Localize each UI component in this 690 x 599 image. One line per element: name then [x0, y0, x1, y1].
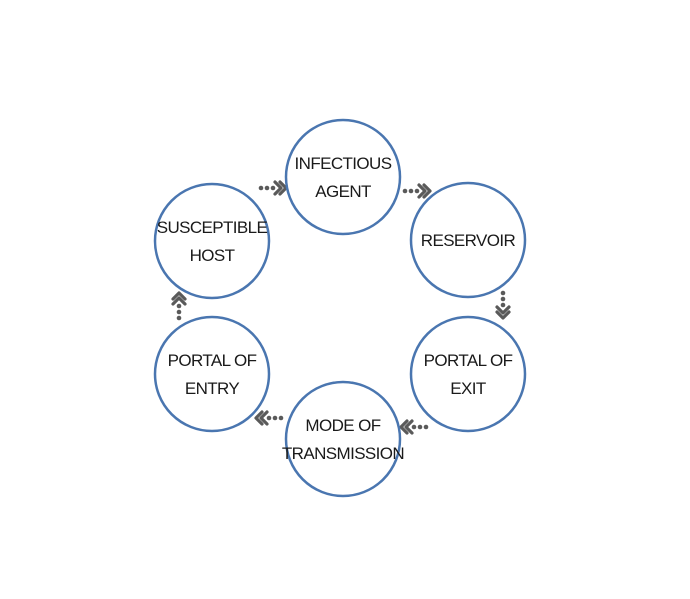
arrow-dot [264, 185, 270, 191]
arrow-portal-of-entry-to-susceptible-host [171, 291, 187, 321]
node-label: PORTAL OF [168, 351, 257, 370]
arrow-head [417, 183, 427, 199]
node-susceptible-host: SUSCEPTIBLE HOST [153, 182, 271, 300]
arrow-dot [423, 424, 429, 430]
arrow-infectious-agent-to-reservoir [402, 183, 432, 199]
node-infectious-agent: INFECTIOUS AGENT [284, 118, 402, 236]
node-label: HOST [190, 246, 235, 265]
arrow-dot [417, 424, 423, 430]
node-label: SUSCEPTIBLE [157, 218, 268, 237]
arrow-head [259, 410, 269, 426]
arrow-dot [176, 315, 182, 321]
arrow-reservoir-to-portal-of-exit [495, 290, 511, 320]
arrow-dot [176, 303, 182, 309]
node-label: INFECTIOUS [295, 154, 392, 173]
node-mode-of-transmission: MODE OF TRANSMISSION [282, 380, 405, 498]
arrow-head [422, 183, 432, 199]
node-circle [153, 182, 271, 300]
node-circle [409, 315, 527, 433]
arrow-head [254, 410, 264, 426]
node-label: AGENT [315, 182, 371, 201]
node-label: TRANSMISSION [282, 444, 404, 463]
arrow-head [404, 419, 414, 435]
arrow-dot [500, 296, 506, 302]
node-portal-of-exit: PORTAL OF EXIT [409, 315, 527, 433]
node-portal-of-entry: PORTAL OF ENTRY [153, 315, 271, 433]
arrow-dot [402, 188, 408, 194]
arrow-head [399, 419, 409, 435]
arrow-head [495, 310, 511, 320]
node-circle [284, 118, 402, 236]
node-circle [284, 380, 402, 498]
arrow-dot [500, 290, 506, 296]
arrow-head [495, 305, 511, 315]
arrow-portal-of-exit-to-mode-of-transmission [399, 419, 429, 435]
arrow-dot [411, 424, 417, 430]
arrow-dot [408, 188, 414, 194]
arrow-dot [414, 188, 420, 194]
arrow-mode-of-transmission-to-portal-of-entry [254, 410, 284, 426]
node-label: MODE OF [305, 416, 380, 435]
arrow-dot [266, 415, 272, 421]
arrow-dot [272, 415, 278, 421]
arrow-dot [176, 309, 182, 315]
arrow-dot [500, 302, 506, 308]
node-label: PORTAL OF [424, 351, 513, 370]
node-circle [409, 181, 527, 299]
arrow-dot [278, 415, 284, 421]
arrow-susceptible-host-to-infectious-agent [258, 180, 288, 196]
nodes-layer: INFECTIOUS AGENT RESERVOIR PORTAL OF EXIT MOD… [153, 118, 527, 498]
node-reservoir: RESERVOIR [409, 181, 527, 299]
arrow-head [273, 180, 283, 196]
arrows-layer [171, 180, 511, 435]
node-label: ENTRY [185, 379, 240, 398]
node-label: EXIT [450, 379, 486, 398]
arrow-dot [258, 185, 264, 191]
arrow-head [171, 296, 187, 306]
node-circle [153, 315, 271, 433]
arrow-dot [270, 185, 276, 191]
arrow-head [171, 291, 187, 301]
node-label: RESERVOIR [421, 231, 516, 250]
